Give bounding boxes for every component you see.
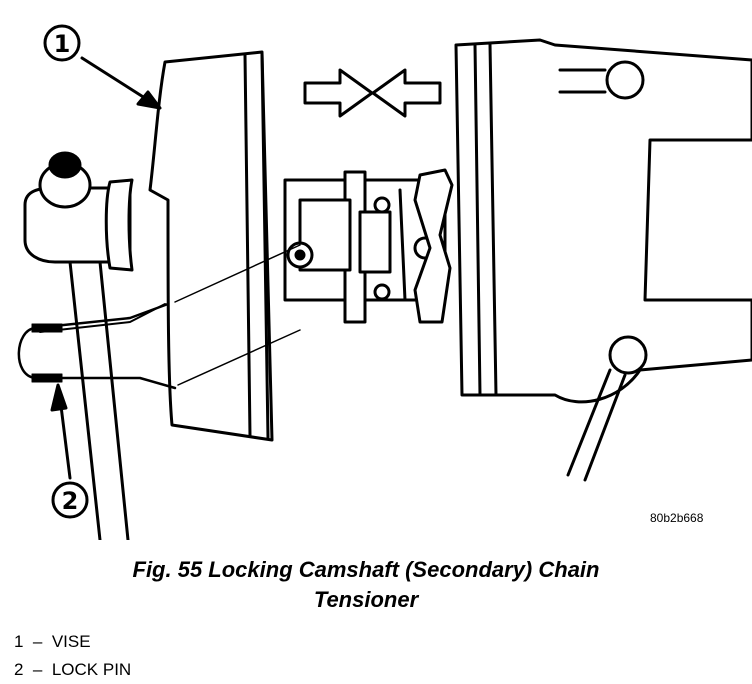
left-vise-screw <box>23 151 134 540</box>
legend-number: 1 <box>14 632 24 651</box>
left-vise-jaw <box>148 50 274 442</box>
legend-separator: – <box>32 660 43 679</box>
legend-label: VISE <box>51 632 91 651</box>
callout-2-number: 2 <box>62 487 79 515</box>
chain-tensioner <box>283 168 454 324</box>
callout-1: 1 <box>43 24 162 110</box>
callout-2: 2 <box>50 383 89 519</box>
diagram-illustration: 1 2 80b2b668 <box>17 24 752 540</box>
right-vise-jaw <box>454 38 752 482</box>
legend-item: 1 – VISE <box>14 628 131 656</box>
caption-line-2: Tensioner <box>313 587 419 612</box>
legend: 1 – VISE 2 – LOCK PIN <box>14 628 131 684</box>
lock-pin <box>17 244 301 390</box>
legend-item: 2 – LOCK PIN <box>14 656 131 684</box>
figure-caption: Fig. 55 Locking Camshaft (Secondary) Cha… <box>0 555 752 615</box>
legend-label: LOCK PIN <box>51 660 132 679</box>
caption-line-1: Fig. 55 Locking Camshaft (Secondary) Cha… <box>132 557 600 582</box>
legend-separator: – <box>32 632 43 651</box>
compression-arrows <box>303 68 442 118</box>
legend-number: 2 <box>14 660 24 679</box>
figure-code: 80b2b668 <box>650 511 704 525</box>
callout-1-number: 1 <box>54 30 71 58</box>
